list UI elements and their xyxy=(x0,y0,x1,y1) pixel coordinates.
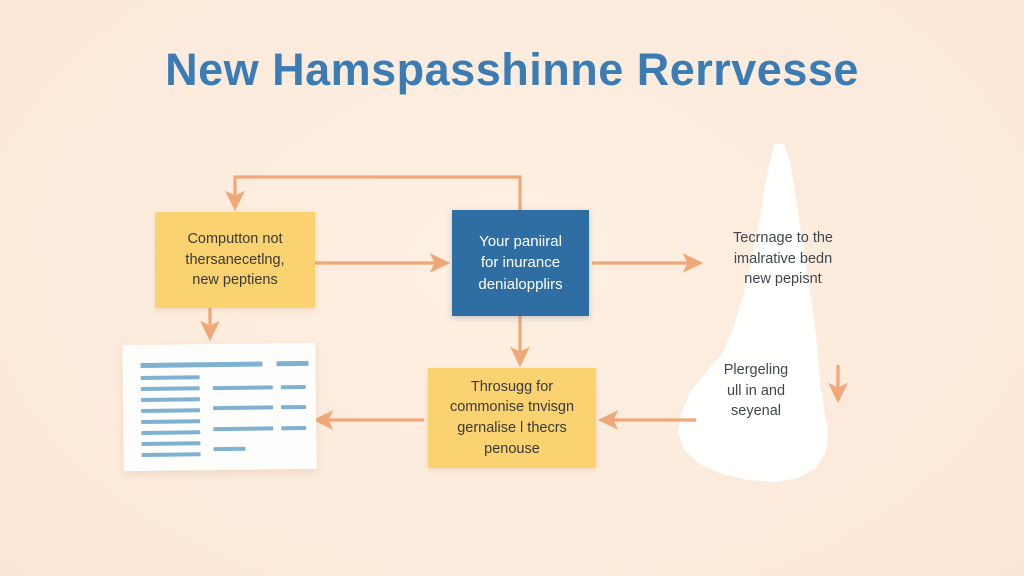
node-followup[interactable]: Plergeling ull in and seyenal xyxy=(723,362,789,420)
document-text-line xyxy=(140,375,200,380)
document-text-line xyxy=(141,408,201,413)
node-intake[interactable]: Computton not thersanecetlng, new peptie… xyxy=(155,212,315,308)
document-text-line xyxy=(141,452,201,457)
document-text-line xyxy=(213,426,274,432)
document-text-line xyxy=(141,430,201,435)
document-text-line xyxy=(276,360,309,367)
document-text-line xyxy=(280,384,306,390)
document-text-line xyxy=(141,441,201,446)
document-text-line xyxy=(140,386,200,391)
document-text-line xyxy=(280,404,307,410)
connector-appeal-to-intake xyxy=(225,175,522,212)
node-coverage[interactable]: Tecrnage to the imalrative bedn new pepi… xyxy=(733,230,833,288)
node-appeal[interactable]: Your paniiral for inurance denialopplirs xyxy=(452,210,589,316)
document-text-line xyxy=(213,446,246,452)
document-text-line xyxy=(212,405,274,411)
document-text-line xyxy=(140,361,263,368)
node-process[interactable]: Throsugg for commonise tnvisgn gernalise… xyxy=(428,368,596,468)
page-title: New Hamspasshinne Rerrvesse xyxy=(165,44,859,95)
claim-document[interactable] xyxy=(122,342,317,472)
document-text-line xyxy=(281,425,307,431)
document-text-line xyxy=(212,385,273,391)
document-text-line xyxy=(140,397,200,402)
document-text-line xyxy=(141,419,201,424)
